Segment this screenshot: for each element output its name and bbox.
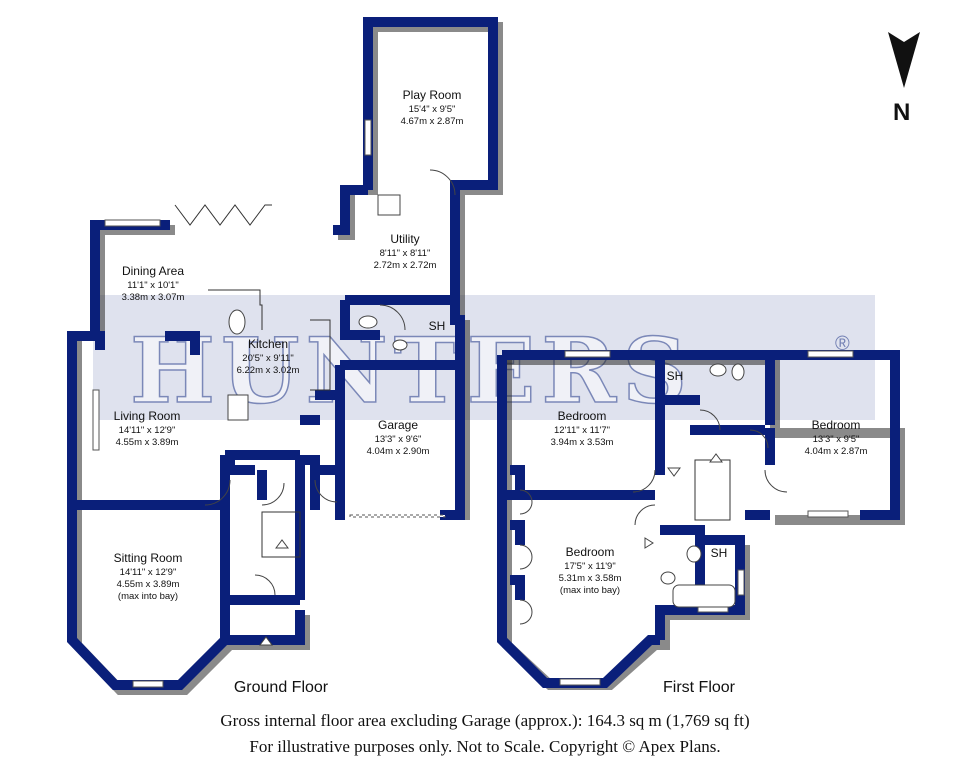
ground-floor-windows [92, 119, 446, 688]
basin-icon [709, 363, 727, 377]
room-name: Living Room [114, 409, 181, 423]
room-dimensions-imperial: 14'11" x 12'9" [120, 567, 177, 578]
room-name: SH [667, 369, 684, 383]
room-dimensions-metric: 6.22m x 3.02m [237, 365, 300, 376]
ground-floor-fixtures [208, 194, 408, 646]
north-label: N [893, 99, 910, 126]
room-name: Dining Area [122, 264, 184, 278]
room-dimensions-metric: 4.55m x 3.89m [117, 579, 180, 590]
room-dimensions-metric: 3.38m x 3.07m [122, 292, 185, 303]
entrance-arrow-icon [259, 636, 273, 646]
room-dimensions-imperial: 12'11" x 11'7" [554, 425, 610, 436]
stairs-icon [694, 459, 731, 521]
bifold-doors [174, 204, 272, 226]
room-dimensions-imperial: 15'4" x 9'5" [409, 104, 456, 115]
room-note: (max into bay) [560, 585, 620, 596]
stairs-icon [261, 511, 301, 558]
room-dimensions-metric: 4.67m x 2.87m [401, 116, 464, 127]
room-dimensions-metric: 2.72m x 2.72m [374, 260, 437, 271]
room-dimensions-imperial: 13'3" x 9'6" [375, 434, 422, 445]
sink-icon [377, 194, 401, 216]
room-sh-first-b: SH [711, 546, 728, 560]
room-living-room: Living Room 14'11" x 12'9" 4.55m x 3.89m [114, 409, 181, 448]
room-dining-area: Dining Area 11'1" x 10'1" 3.38m x 3.07m [122, 264, 185, 303]
room-dimensions-imperial: 13'3" x 9'5" [813, 434, 860, 445]
watermark-registered-mark: ® [835, 333, 850, 355]
first-floor-fixtures [644, 363, 745, 608]
first-floor-windows [559, 350, 854, 686]
room-dimensions-metric: 4.04m x 2.87m [805, 446, 868, 457]
room-dimensions-imperial: 11'1" x 10'1" [127, 280, 178, 291]
room-dimensions-imperial: 20'5" x 9'11" [242, 353, 293, 364]
toilet-icon [731, 363, 745, 381]
first-floor-doors [519, 409, 788, 625]
north-compass: N [888, 32, 920, 126]
room-name: SH [429, 319, 446, 333]
room-name: SH [711, 546, 728, 560]
floor-label-ground: Ground Floor [234, 679, 329, 696]
room-bedroom-3: Bedroom 17'5" x 11'9" 5.31m x 3.58m (max… [559, 545, 622, 596]
watermark-text: HUNTERS [130, 318, 693, 424]
room-dimensions-metric: 4.04m x 2.90m [367, 446, 430, 457]
room-name: Bedroom [566, 545, 615, 559]
disclaimer-caption: For illustrative purposes only. Not to S… [249, 737, 721, 756]
room-name: Kitchen [248, 337, 288, 351]
room-note: (max into bay) [118, 591, 178, 602]
room-utility: Utility 8'11" x 8'11" 2.72m x 2.72m [374, 232, 437, 271]
room-sh-ground: SH [429, 319, 446, 333]
floor-area-caption: Gross internal floor area excluding Gara… [220, 711, 750, 730]
room-dimensions-imperial: 8'11" x 8'11" [380, 248, 431, 259]
room-garage: Garage 13'3" x 9'6" 4.04m x 2.90m [367, 418, 430, 457]
room-dimensions-imperial: 14'11" x 12'9" [119, 425, 176, 436]
kitchen-sink-icon [228, 309, 246, 335]
room-name: Bedroom [812, 418, 861, 432]
room-dimensions-imperial: 17'5" x 11'9" [564, 561, 615, 572]
north-arrow-icon [888, 32, 920, 88]
room-sh-first-a: SH [667, 369, 684, 383]
room-name: Garage [378, 418, 418, 432]
basin-icon [392, 339, 408, 351]
room-name: Bedroom [558, 409, 607, 423]
ground-floor-doors [204, 169, 456, 596]
room-kitchen: Kitchen 20'5" x 9'11" 6.22m x 3.02m [237, 337, 300, 376]
room-dimensions-metric: 5.31m x 3.58m [559, 573, 622, 584]
room-name: Play Room [403, 88, 462, 102]
room-bedroom-1: Bedroom 12'11" x 11'7" 3.94m x 3.53m [551, 409, 614, 448]
floor-label-first: First Floor [663, 679, 736, 696]
room-bedroom-2: Bedroom 13'3" x 9'5" 4.04m x 2.87m [805, 418, 868, 457]
room-play-room: Play Room 15'4" x 9'5" 4.67m x 2.87m [401, 88, 464, 127]
room-name: Sitting Room [114, 551, 183, 565]
room-dimensions-metric: 3.94m x 3.53m [551, 437, 614, 448]
basin-icon [660, 571, 676, 585]
room-name: Utility [390, 232, 419, 246]
hob-icon [227, 394, 249, 421]
toilet-icon [358, 315, 378, 329]
room-dimensions-metric: 4.55m x 3.89m [116, 437, 179, 448]
bath-icon [672, 584, 736, 608]
room-sitting-room: Sitting Room 14'11" x 12'9" 4.55m x 3.89… [114, 551, 183, 602]
toilet-icon [686, 545, 702, 563]
